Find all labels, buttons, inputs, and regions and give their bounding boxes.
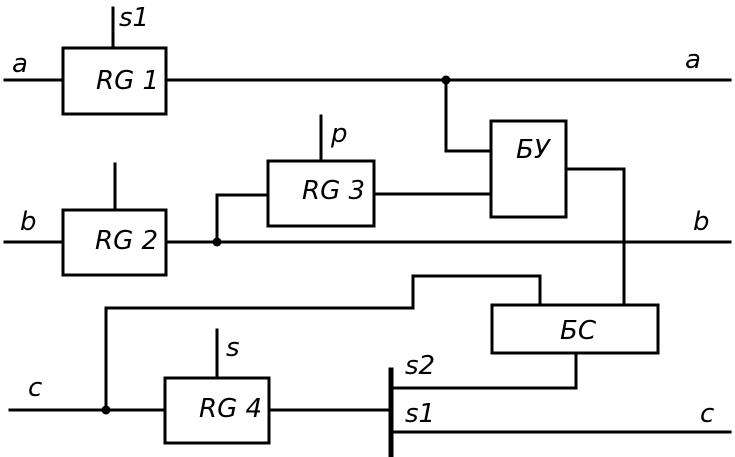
block-bs <box>490 303 660 355</box>
signal-label-b-out: b <box>693 207 710 237</box>
block-rg4-label: RG 4 <box>199 394 262 424</box>
block-rg4 <box>163 376 271 445</box>
block-rg1-label: RG 1 <box>96 66 159 96</box>
signal-label-s: s <box>226 333 240 363</box>
wire-bs-to-bus-s2 <box>389 351 578 390</box>
wire-bu-to-bs <box>564 167 626 307</box>
block-bu <box>489 119 568 219</box>
block-rg2-label: RG 2 <box>95 226 158 256</box>
block-rg3 <box>266 159 376 228</box>
wire-bs-to-c <box>104 274 542 412</box>
signal-label-a-out: a <box>685 45 701 75</box>
block-rg2 <box>61 208 168 277</box>
wire-a-to-bu <box>444 78 493 153</box>
signal-label-s2-bus: s2 <box>405 351 435 381</box>
block-rg3-label: RG 3 <box>302 176 365 206</box>
signal-label-s1-bus: s1 <box>405 399 435 429</box>
block-bs-label: БС <box>560 316 597 346</box>
wire-b-to-rg3 <box>215 193 270 244</box>
junction-c <box>101 405 111 415</box>
signal-label-c-in: c <box>28 373 42 403</box>
signal-label-b-in: b <box>20 207 37 237</box>
signal-label-p: p <box>330 119 348 149</box>
signal-label-a-in: a <box>12 49 28 79</box>
signal-label-s1-top: s1 <box>119 3 149 33</box>
block-bu-label: БУ <box>516 135 552 165</box>
signal-label-c-out: c <box>700 399 714 429</box>
